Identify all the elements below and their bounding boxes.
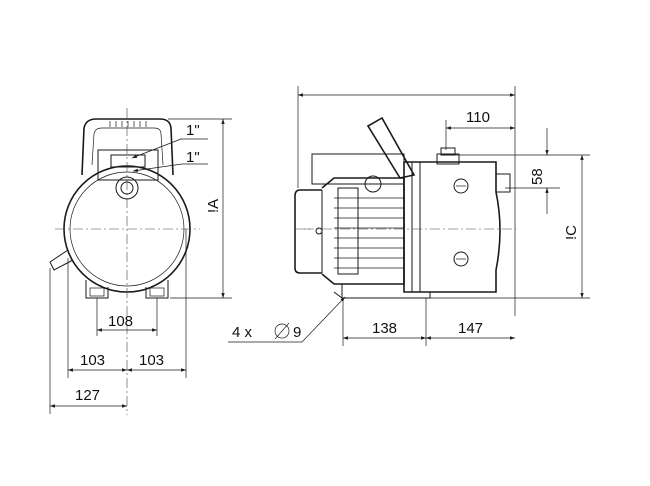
- dim-108: 108: [108, 313, 133, 330]
- dim-1in-top: 1": [186, 122, 200, 139]
- side-dimensions: [228, 86, 590, 346]
- side-view: [294, 116, 516, 299]
- dim-138: 138: [372, 320, 397, 337]
- front-dimensions: [49, 118, 232, 414]
- front-view: [49, 108, 200, 415]
- dim-c-label: !C: [563, 225, 580, 240]
- dim-127: 127: [75, 387, 100, 404]
- dim-147: 147: [458, 320, 483, 337]
- dim-58: 58: [529, 168, 546, 185]
- dim-a-label: !A: [205, 199, 222, 213]
- dim-103-left: 103: [80, 352, 105, 369]
- dim-holes-count: 4 x: [232, 324, 253, 341]
- dim-hole-diameter: 9: [293, 324, 301, 341]
- dim-103-right: 103: [139, 352, 164, 369]
- dim-1in-bottom: 1": [186, 149, 200, 166]
- dim-110: 110: [466, 109, 490, 126]
